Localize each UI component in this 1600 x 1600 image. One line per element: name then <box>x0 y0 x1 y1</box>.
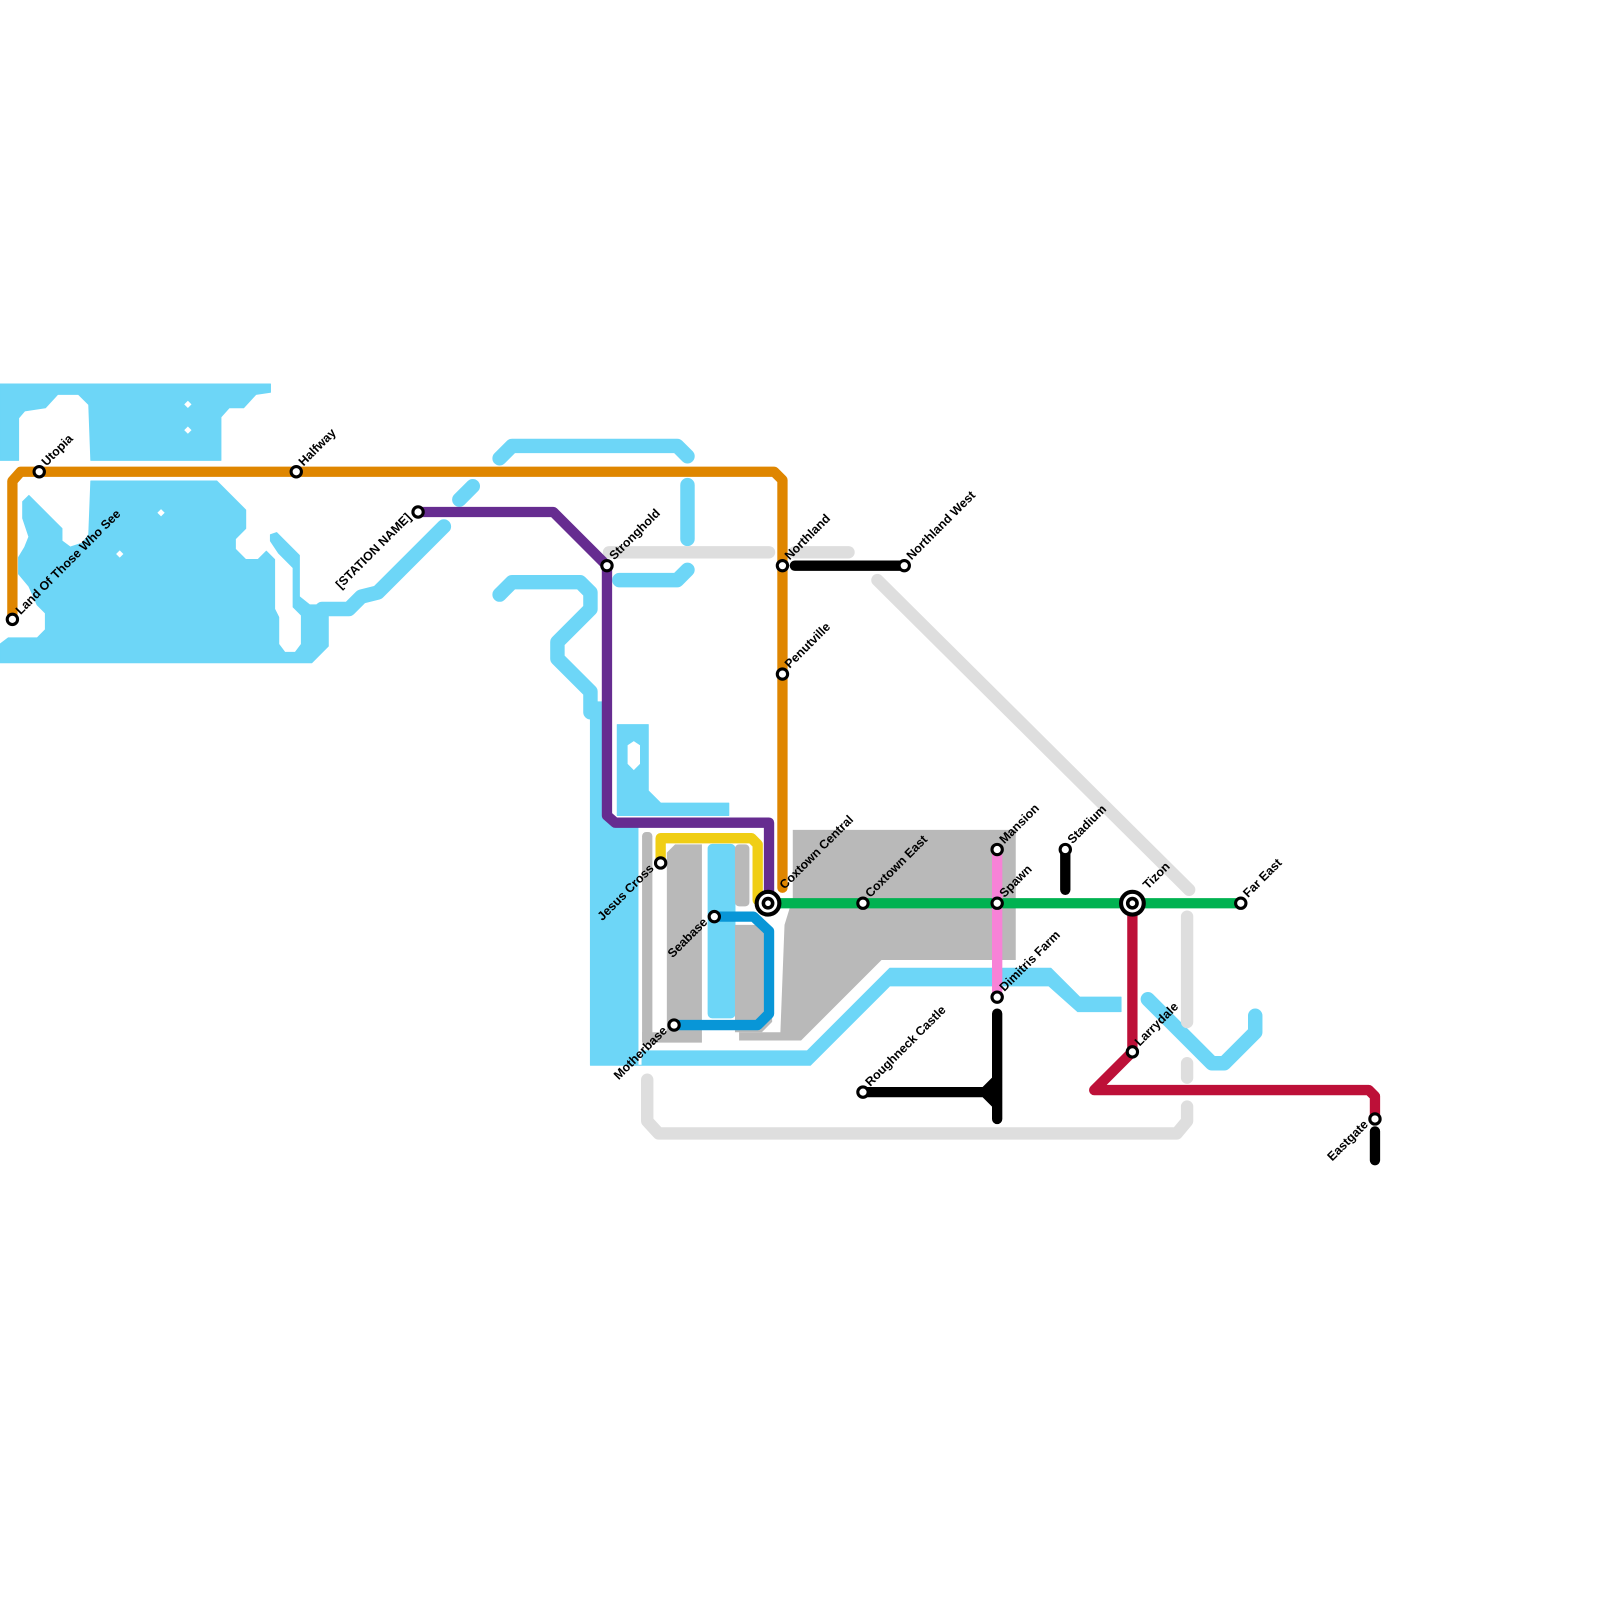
station-roughneck-castle[interactable]: Roughneck Castle <box>856 1003 949 1099</box>
river-north-hook <box>612 562 695 588</box>
station-stadium[interactable]: Stadium <box>1058 802 1109 857</box>
urban-block <box>642 832 653 1045</box>
station-marker[interactable] <box>1368 1112 1382 1126</box>
station-label: Far East <box>1240 856 1284 900</box>
station-marker[interactable] <box>32 465 46 479</box>
islet-inlet <box>627 741 640 771</box>
islet <box>184 426 192 434</box>
sea-northwest <box>0 383 271 461</box>
urban-east <box>739 829 1016 1041</box>
urban-block <box>734 924 773 1033</box>
station-marker[interactable] <box>990 896 1004 910</box>
station-marker[interactable] <box>775 558 790 573</box>
route-blue <box>668 911 775 1031</box>
station-marker[interactable] <box>1125 1045 1140 1059</box>
station-marker[interactable] <box>5 612 20 627</box>
water-central <box>589 701 1263 1071</box>
planned-track-south-loop <box>641 1073 1194 1140</box>
station-marker[interactable] <box>1234 896 1248 910</box>
station-mansion[interactable]: Mansion <box>990 801 1042 857</box>
station-far-east[interactable]: Far East <box>1234 856 1285 910</box>
station-marker[interactable] <box>707 909 722 924</box>
river-north-arc <box>492 438 695 466</box>
station-stronghold[interactable]: Stronghold <box>600 506 663 573</box>
station-marker[interactable] <box>289 465 303 479</box>
station-marker[interactable] <box>653 856 668 870</box>
interchange-marker-inner <box>761 896 775 910</box>
station-label: Stadium <box>1065 802 1109 846</box>
station-marker[interactable] <box>600 558 614 573</box>
route-yellow <box>655 833 763 906</box>
station-label: [STATION NAME] <box>333 510 414 591</box>
station-marker[interactable] <box>1058 842 1072 857</box>
station-marker[interactable] <box>990 990 1004 1004</box>
route-purple <box>412 506 775 909</box>
sea-west-main <box>0 480 329 664</box>
inlet <box>616 724 730 816</box>
river-mid <box>492 574 598 720</box>
station-marker[interactable] <box>667 1018 681 1032</box>
channel-center <box>707 843 736 1019</box>
river-stub <box>452 478 480 507</box>
station-label: Mansion <box>997 801 1042 846</box>
station-label: Penutville <box>782 620 833 671</box>
urban-block <box>734 844 750 907</box>
urban-areas <box>642 829 1016 1045</box>
route-orange <box>7 466 788 893</box>
interchange-marker-inner <box>1125 896 1139 910</box>
station-marker[interactable] <box>775 667 790 681</box>
station-marker[interactable] <box>990 842 1004 857</box>
station-marker[interactable] <box>897 558 911 573</box>
station-marker[interactable] <box>411 505 425 519</box>
river-strait <box>314 519 452 617</box>
station-marker[interactable] <box>856 1085 870 1099</box>
islet <box>157 509 165 517</box>
station-label: Roughneck Castle <box>862 1003 948 1089</box>
urban-block <box>642 844 702 1043</box>
station-label: Northland West <box>904 488 978 562</box>
station-label: Utopia <box>39 431 76 468</box>
water-west <box>0 383 695 720</box>
islet <box>184 400 192 408</box>
station-marker[interactable] <box>856 896 870 910</box>
planned-tracks <box>602 546 1196 1140</box>
route-red <box>1089 898 1381 1125</box>
planned-track-diagonal <box>871 573 1196 896</box>
station-northland-west[interactable]: Northland West <box>897 488 978 573</box>
route-black-roughneck <box>857 1008 1003 1125</box>
station-label: Eastgate <box>1325 1117 1371 1163</box>
station-unnamed[interactable]: [STATION NAME] <box>333 505 425 592</box>
river-east <box>1140 992 1263 1071</box>
routes <box>7 466 1381 1166</box>
station-label: Halfway <box>296 426 339 469</box>
